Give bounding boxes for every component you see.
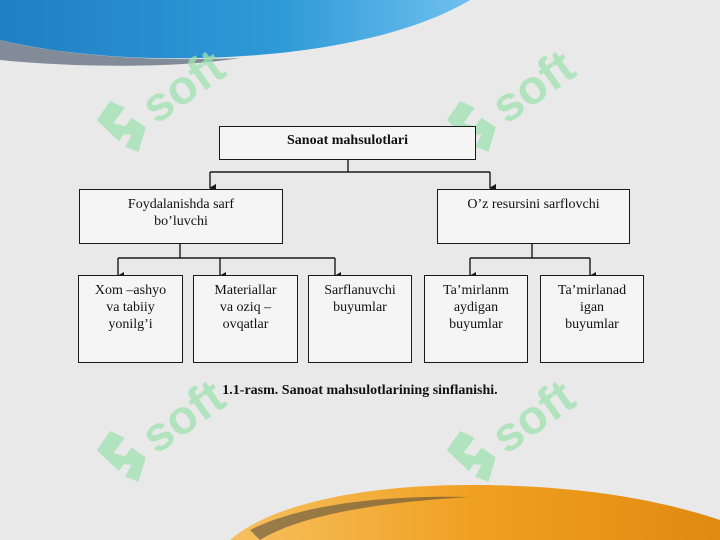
soft-logo-icon — [84, 420, 158, 499]
branch-node-consumable: Foydalanishda sarf bo’luvchi — [79, 189, 283, 244]
top-dark-swoosh — [0, 40, 240, 66]
watermark-bottom-left: soft — [84, 365, 237, 499]
leaf-node-non-repairable: Ta’mirlanm aydigan buyumlar — [424, 275, 528, 363]
leaf-node-materials-food: Materiallar va oziq – ovqatlar — [193, 275, 298, 363]
branch-node-durable: O’z resursini sarflovchi — [437, 189, 630, 244]
soft-logo-icon — [434, 420, 508, 499]
figure-caption: 1.1-rasm. Sanoat mahsulotlarining sinfla… — [222, 383, 498, 398]
watermark-top-left: soft — [84, 35, 237, 169]
root-node: Sanoat mahsulotlari — [219, 126, 476, 160]
watermark-bottom-right: soft — [434, 365, 587, 499]
top-blue-swoosh — [0, 0, 470, 59]
bottom-dark-swoosh — [250, 496, 470, 540]
bottom-orange-swoosh — [230, 485, 720, 540]
leaf-node-repairable: Ta’mirlanad igan buyumlar — [540, 275, 644, 363]
soft-logo-icon — [84, 90, 158, 169]
leaf-node-raw-materials: Xom –ashyo va tabiiy yonilg’i — [78, 275, 183, 363]
leaf-node-consumable-goods: Sarflanuvchi buyumlar — [308, 275, 412, 363]
